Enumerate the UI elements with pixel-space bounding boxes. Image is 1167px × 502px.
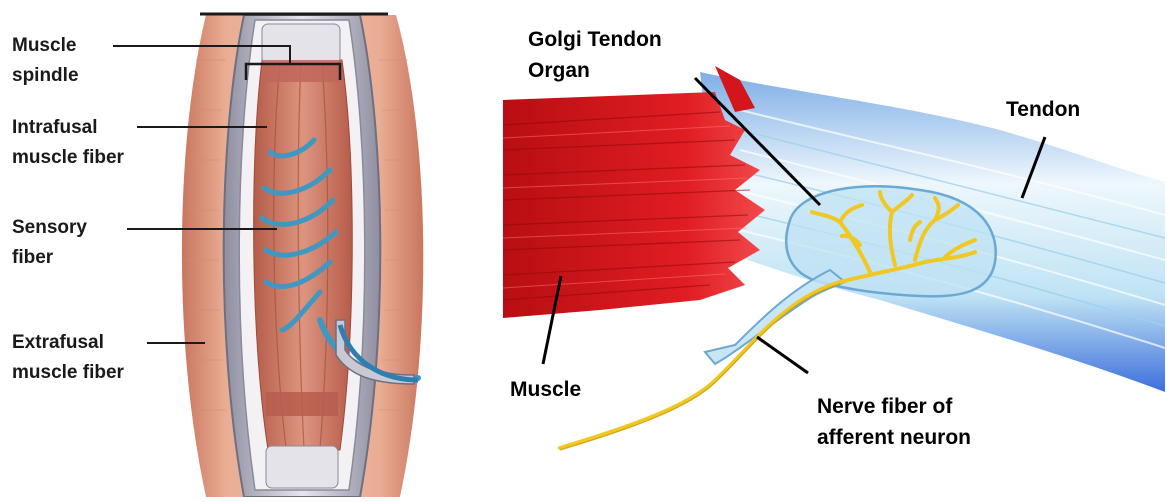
label-tendon: Tendon — [1006, 94, 1080, 125]
label-nerve-fiber: Nerve fiber of afferent neuron — [817, 391, 971, 453]
label-extrafusal-muscle-fiber: Extrafusal muscle fiber — [12, 328, 124, 388]
label-sensory-fiber: Sensory fiber — [12, 213, 87, 273]
label-muscle-spindle: Muscle spindle — [12, 31, 79, 91]
label-muscle: Muscle — [510, 374, 581, 405]
muscle-spindle-illustration — [182, 14, 423, 497]
label-intrafusal-muscle-fiber: Intrafusal muscle fiber — [12, 113, 124, 173]
label-golgi-tendon-organ: Golgi Tendon Organ — [528, 24, 662, 86]
